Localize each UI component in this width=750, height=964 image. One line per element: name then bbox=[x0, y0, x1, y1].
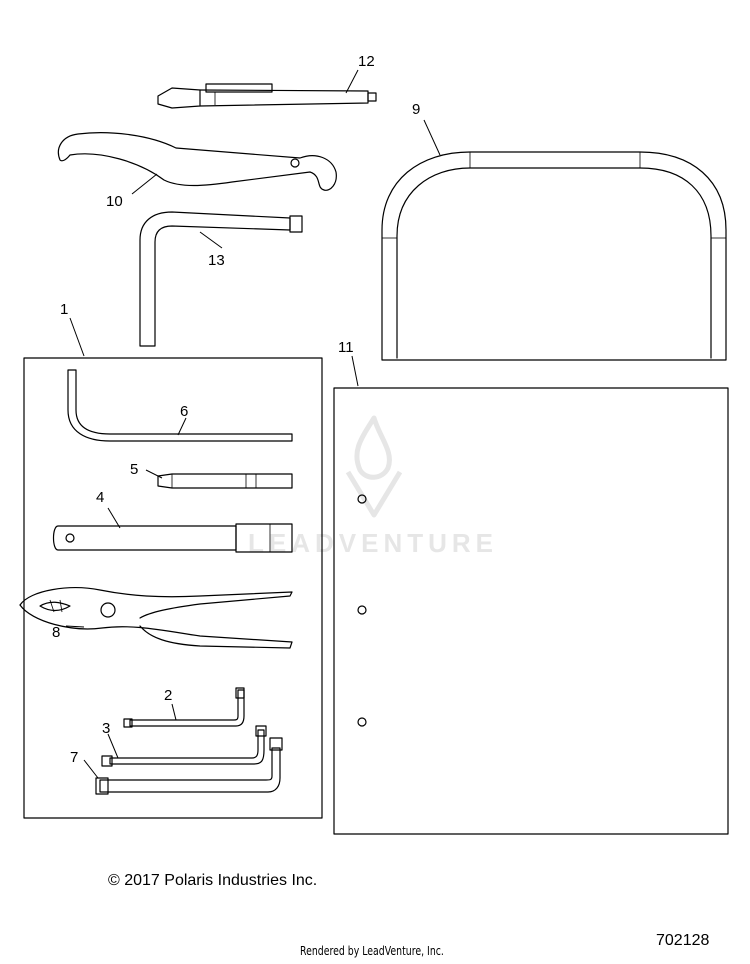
leader-12 bbox=[345, 69, 359, 94]
callout-2: 2 bbox=[164, 687, 172, 704]
diagram-id: 702128 bbox=[656, 932, 710, 949]
part-2-hex-key-small bbox=[123, 687, 245, 728]
callout-7: 7 bbox=[70, 749, 78, 766]
leader-6 bbox=[177, 417, 187, 436]
callout-6: 6 bbox=[180, 403, 188, 420]
part-12-handle bbox=[157, 83, 377, 109]
part-8-pliers bbox=[19, 587, 293, 649]
part-3-hex-key-medium bbox=[101, 725, 267, 767]
leader-5 bbox=[145, 469, 163, 479]
leader-7 bbox=[83, 759, 99, 779]
callout-10: 10 bbox=[106, 193, 123, 210]
callout-11: 11 bbox=[338, 339, 354, 356]
copyright-text: © 2017 Polaris Industries Inc. bbox=[108, 872, 318, 889]
leader-2 bbox=[171, 703, 177, 721]
rendered-by-text: Rendered by LeadVenture, Inc. bbox=[300, 944, 444, 958]
part-5-socket-tube bbox=[157, 473, 293, 489]
part-6-hex-key bbox=[67, 369, 293, 442]
leader-3 bbox=[107, 733, 119, 759]
callout-8: 8 bbox=[52, 624, 60, 641]
leader-1 bbox=[69, 317, 85, 357]
part-1-tool-kit-box bbox=[23, 357, 323, 819]
leader-13 bbox=[199, 231, 223, 249]
leadventure-logo-icon bbox=[345, 415, 403, 518]
leader-4 bbox=[107, 507, 121, 529]
leadventure-watermark: LEADVENTURE bbox=[248, 415, 498, 558]
part-10-spanner-wrench bbox=[57, 132, 337, 191]
part-4-spark-plug-socket bbox=[52, 523, 293, 553]
leader-10 bbox=[131, 173, 158, 195]
callout-1: 1 bbox=[60, 301, 68, 318]
part-11-manual bbox=[333, 387, 729, 835]
part-13-bent-wrench bbox=[139, 211, 303, 347]
watermark-text: LEADVENTURE bbox=[248, 528, 498, 558]
callout-12: 12 bbox=[358, 53, 375, 70]
callout-4: 4 bbox=[96, 489, 104, 506]
callout-9: 9 bbox=[412, 101, 420, 118]
leader-11 bbox=[351, 355, 359, 387]
callout-13: 13 bbox=[208, 252, 225, 269]
leader-8 bbox=[65, 625, 85, 628]
binder-hole bbox=[357, 717, 367, 727]
binder-hole bbox=[357, 494, 367, 504]
leader-9 bbox=[423, 119, 441, 156]
part-7-hex-key-large bbox=[95, 737, 283, 795]
part-9-tool-pouch bbox=[381, 151, 727, 361]
binder-hole bbox=[357, 605, 367, 615]
callout-3: 3 bbox=[102, 720, 110, 737]
callout-5: 5 bbox=[130, 461, 138, 478]
